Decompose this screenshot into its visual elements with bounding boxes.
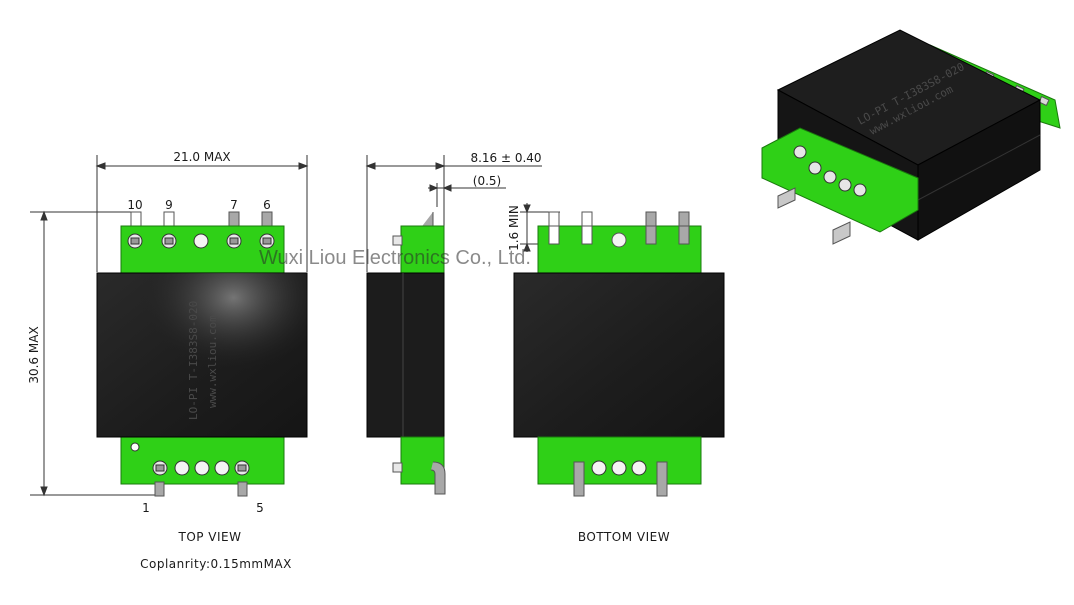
watermark-text: Wuxi Liou Electronics Co., Ltd.	[259, 247, 531, 269]
top-view-label: TOP VIEW	[177, 530, 241, 544]
iso-leads	[777, 187, 851, 245]
side-view: 8.16 ± 0.40 (0.5)	[365, 151, 542, 495]
side-core-body	[366, 272, 445, 438]
bottom-pcb-board	[120, 436, 285, 485]
bottom-pcb-pads	[152, 460, 250, 476]
pin-label-7: 7	[230, 198, 238, 212]
pin-label-6: 6	[263, 198, 271, 212]
height-dimension	[30, 210, 155, 497]
bottom-view-bottom-pads	[591, 460, 647, 476]
isometric-view: LO-PI T-I383S8-020 www.wxliou.com	[761, 29, 1061, 245]
part-marking-line1: LO-PI T-I383S8-020	[187, 301, 200, 420]
pin1-marker-dot	[130, 442, 140, 452]
side-depth-dimension	[365, 155, 542, 272]
side-bottom-pcb	[400, 436, 445, 485]
width-dimension-label: 21.0 MAX	[173, 150, 230, 164]
bottom-core-body	[513, 272, 725, 438]
bottom-pins	[154, 481, 248, 497]
pin-label-9: 9	[165, 198, 173, 212]
width-dimension	[95, 155, 309, 272]
bottom-view-bottom-pcb	[537, 436, 702, 485]
side-top-pcb	[400, 225, 445, 275]
iso-core-right	[917, 99, 1041, 241]
lead-length-label: 1.6 MIN	[507, 205, 521, 251]
top-view: 21.0 MAX 30.6 MAX 10 9 7 6	[27, 150, 309, 571]
bottom-view-bottom-pins	[573, 461, 668, 497]
top-core-highlight	[97, 273, 307, 437]
part-marking-line2: www.wxliou.com	[206, 315, 219, 408]
side-bottom-pin-stub	[392, 462, 403, 473]
coplanarity-note: Coplanrity:0.15mmMAX	[140, 557, 292, 571]
top-pcb-pads	[127, 233, 275, 249]
iso-core-seam	[917, 134, 1041, 201]
bottom-view-top-pads	[548, 225, 690, 248]
side-bottom-lead	[430, 461, 446, 495]
bottom-view: 1.6 MIN BOTTOM VIEW	[507, 203, 725, 544]
side-lead-label: (0.5)	[473, 174, 501, 188]
pin-label-5: 5	[256, 501, 264, 515]
pin-label-10: 10	[127, 198, 142, 212]
iso-front-pads	[793, 145, 867, 197]
pin-label-1: 1	[142, 501, 150, 515]
height-dimension-label: 30.6 MAX	[27, 326, 41, 383]
side-top-pin-stub	[392, 235, 403, 246]
bottom-view-label: BOTTOM VIEW	[578, 530, 670, 544]
side-depth-label: 8.16 ± 0.40	[470, 151, 541, 165]
